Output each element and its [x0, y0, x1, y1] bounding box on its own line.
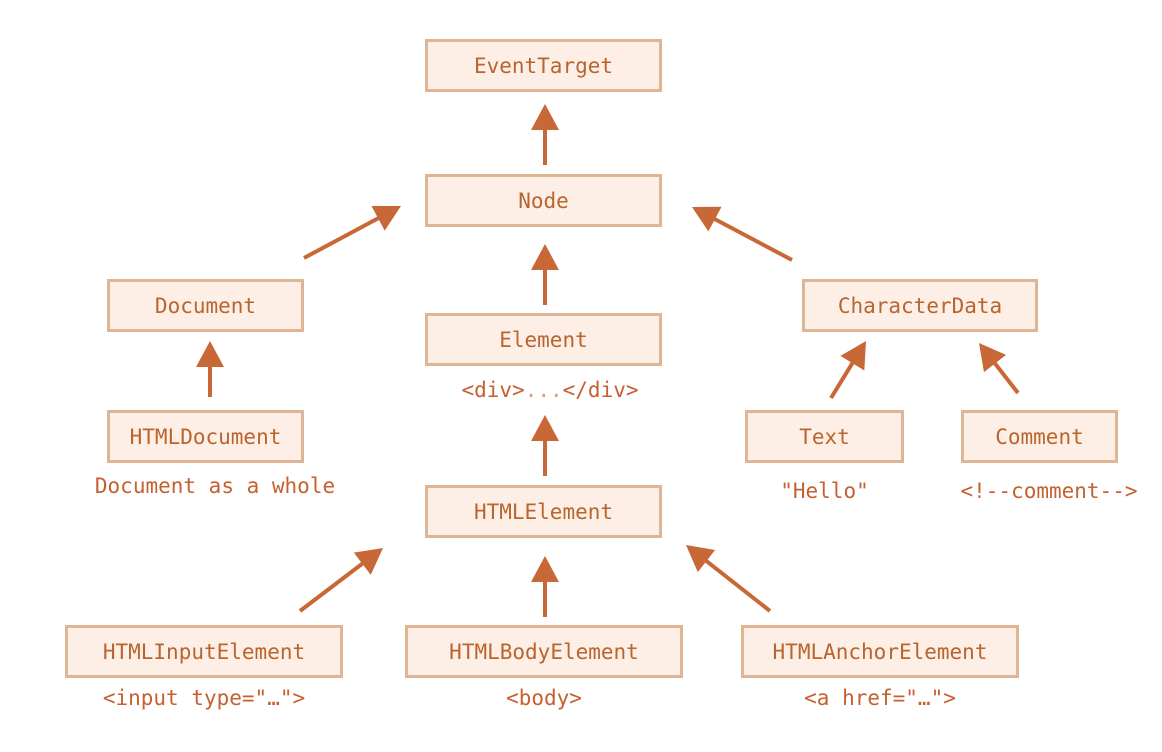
arrow-comment-to-characterdata-shaft: [992, 360, 1020, 395]
arrow-htmlinputelement-to-htmlelement-shaft: [298, 560, 366, 613]
arrow-element-to-node-head: [531, 244, 559, 270]
arrow-htmldocument-to-document: [196, 341, 224, 397]
arrow-htmldocument-to-document-head: [196, 341, 224, 367]
caption-htmlinputelement: <input type="…">: [102, 686, 306, 710]
node-eventtarget: EventTarget: [425, 39, 662, 92]
node-node: Node: [425, 174, 662, 227]
arrow-comment-to-characterdata-head: [979, 343, 1007, 373]
arrow-htmlinputelement-to-htmlelement: [298, 548, 383, 613]
arrow-htmlbodyelement-to-htmlelement: [531, 556, 559, 617]
caption-element-open: <div>: [461, 378, 525, 402]
arrow-characterdata-to-node: [692, 206, 793, 262]
arrow-document-to-node-head: [371, 205, 401, 231]
node-htmlelement: HTMLElement: [425, 485, 662, 538]
arrow-htmlbodyelement-to-htmlelement-head: [531, 556, 559, 582]
arrow-text-to-characterdata-shaft: [829, 360, 856, 400]
caption-text: "Hello": [780, 479, 869, 503]
arrow-document-to-node: [303, 205, 401, 260]
arrow-text-to-characterdata-head: [840, 341, 866, 371]
arrow-characterdata-to-node-head: [692, 206, 722, 232]
arrow-document-to-node-shaft: [303, 215, 381, 260]
caption-element-close: </div>: [562, 378, 639, 402]
caption-element: <div>...</div>: [425, 378, 675, 402]
arrow-htmlanchorelement-to-htmlelement-head: [686, 545, 716, 573]
arrow-htmlelement-to-element-head: [531, 415, 559, 441]
node-comment: Comment: [961, 410, 1118, 463]
node-element: Element: [425, 313, 662, 366]
arrow-characterdata-to-node-shaft: [712, 216, 793, 262]
caption-htmlbodyelement: <body>: [506, 686, 582, 710]
arrow-text-to-characterdata: [829, 341, 866, 400]
node-htmlbodyelement: HTMLBodyElement: [405, 625, 683, 678]
caption-htmlanchorelement: <a href="…">: [804, 686, 956, 710]
node-text: Text: [745, 410, 904, 463]
arrow-htmlanchorelement-to-htmlelement-shaft: [703, 558, 772, 613]
node-htmldocument: HTMLDocument: [107, 410, 304, 463]
caption-element-dots: ...: [524, 378, 563, 402]
caption-comment: <!--comment-->: [960, 479, 1138, 503]
node-htmlanchorelement: HTMLAnchorElement: [741, 625, 1019, 678]
arrow-htmlinputelement-to-htmlelement-head: [353, 548, 383, 575]
arrow-node-to-eventtarget-head: [531, 104, 559, 130]
arrow-element-to-node: [531, 244, 559, 305]
node-document: Document: [107, 279, 304, 332]
arrow-comment-to-characterdata: [979, 343, 1020, 395]
node-htmlinputelement: HTMLInputElement: [65, 625, 343, 678]
node-characterdata: CharacterData: [802, 279, 1038, 332]
arrow-htmlelement-to-element: [531, 415, 559, 476]
arrow-htmlanchorelement-to-htmlelement: [686, 545, 772, 613]
arrow-node-to-eventtarget: [531, 104, 559, 165]
caption-htmldocument: Document as a whole: [94, 474, 336, 498]
